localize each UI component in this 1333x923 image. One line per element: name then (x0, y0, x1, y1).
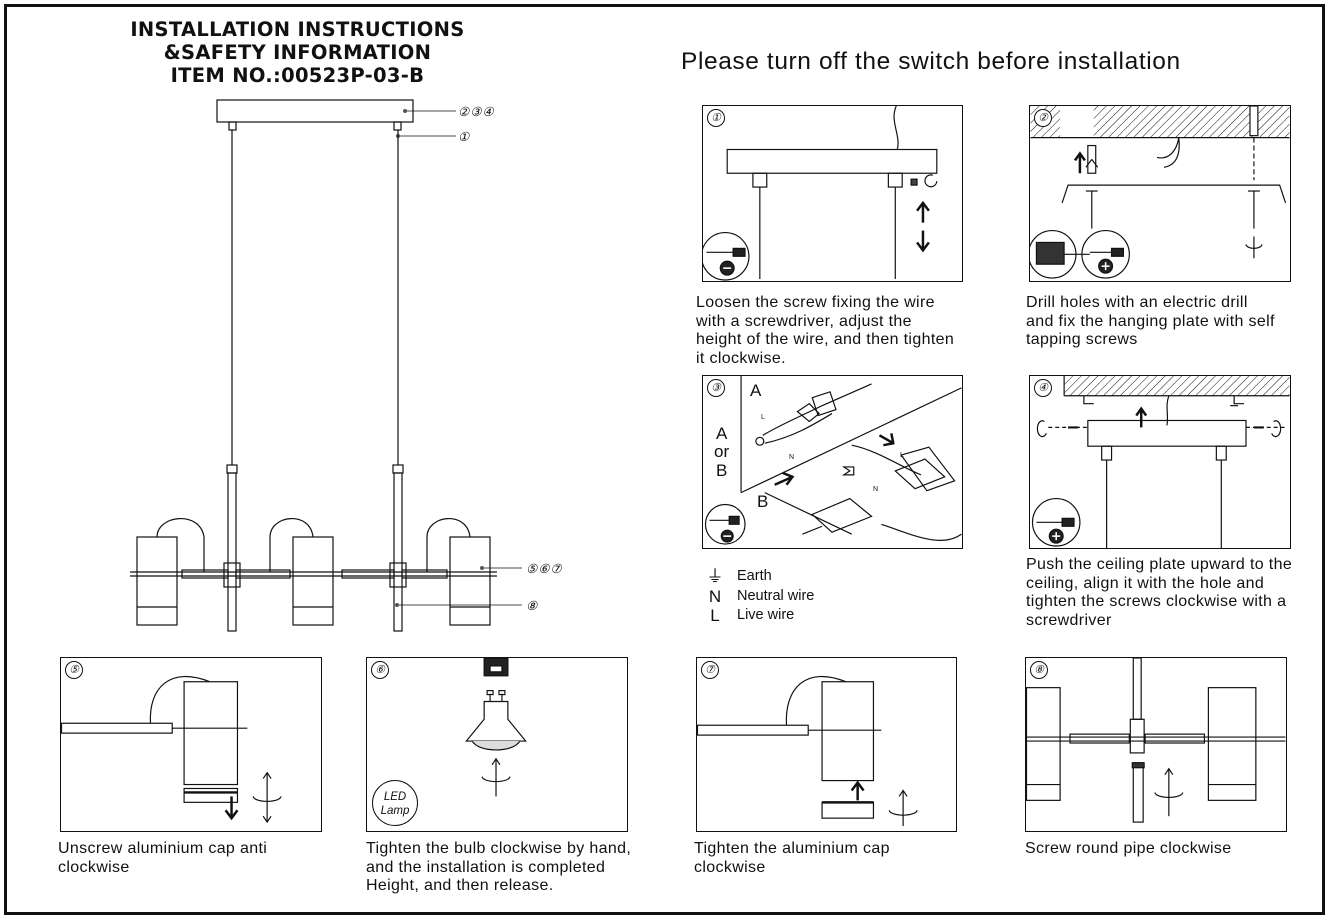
step-5-caption: Unscrew aluminium cap anti clockwise (58, 840, 267, 877)
callout-cable: ① (458, 130, 471, 144)
step-2-panel: ② (1029, 105, 1291, 282)
wire-legend: ⏚ Earth N Neutral wire L Live wire (705, 567, 815, 626)
neutral-symbol: N (708, 586, 722, 606)
option-a-label: A (750, 381, 762, 400)
legend-label: Live wire (737, 607, 795, 623)
caption-line: clockwise (58, 858, 130, 876)
legend-neutral: N Neutral wire (705, 586, 815, 607)
page-frame (4, 4, 1325, 915)
title-line-3: ITEM NO.:00523P-03-B (170, 64, 425, 87)
caption-line: Tighten the bulb clockwise by hand, (366, 840, 632, 857)
neutral-wire-letter-a: N (789, 454, 795, 461)
option-b-label: B (757, 492, 769, 511)
caption-line: screwdriver (1026, 612, 1112, 630)
step-number: ② (1034, 109, 1052, 127)
step-number: ⑤ (65, 661, 83, 679)
step-2-caption: Drill holes with an electric drill and f… (1026, 294, 1275, 350)
caption-line: and the installation is completed (366, 858, 606, 876)
document-title: INSTALLATION INSTRUCTIONS &SAFETY INFORM… (100, 18, 495, 87)
step-6-caption: Tighten the bulb clockwise by hand, and … (366, 840, 631, 896)
caption-line: height of the wire, and then tighten (696, 331, 955, 349)
caption-line: Drill holes with an electric drill (1026, 294, 1248, 311)
step-number: ③ (707, 379, 725, 397)
caption-line: Screw round pipe clockwise (1025, 840, 1232, 857)
badge-line: LED (383, 791, 407, 803)
legend-live: L Live wire (705, 606, 814, 626)
step-1-panel: ① (702, 105, 963, 282)
caption-line: Push the ceiling plate upward to the (1026, 556, 1293, 573)
caption-line: it clockwise. (696, 350, 786, 368)
step-number: ④ (1034, 379, 1052, 397)
live-symbol: L (710, 606, 720, 625)
caption-line: Tighten the aluminium cap (694, 840, 890, 857)
caption-line: ceiling, align it with the hole and (1026, 574, 1265, 592)
step-8-panel: ⑧ (1025, 657, 1287, 832)
caption-line: Height, and then release. (366, 877, 554, 895)
legend-label: Earth (737, 568, 772, 584)
callout-shade: ⑤⑥⑦ (526, 562, 563, 576)
title-line-2: &SAFETY INFORMATION (163, 41, 432, 64)
step-3-panel: ③ A A or B B L N L N (702, 375, 963, 549)
callout-pipe: ⑧ (526, 599, 539, 613)
title-line-1: INSTALLATION INSTRUCTIONS (130, 18, 465, 41)
step-number: ⑥ (371, 661, 389, 679)
caption-line: tighten the screws clockwise with a (1026, 593, 1287, 611)
step-number: ⑦ (701, 661, 719, 679)
safety-warning: Please turn off the switch before instal… (681, 48, 1181, 75)
option-a-side-label: A (716, 424, 728, 443)
step-number: ⑧ (1030, 661, 1048, 679)
caption-line: clockwise (694, 858, 766, 876)
step-7-panel: ⑦ (696, 657, 957, 832)
step-5-panel: ⑤ (60, 657, 322, 832)
step-8-caption: Screw round pipe clockwise (1025, 840, 1232, 859)
caption-line: Loosen the screw fixing the wire (696, 294, 935, 311)
caption-line: with a screwdriver, adjust the (696, 312, 912, 330)
option-or-label: or (714, 442, 730, 461)
earth-icon: ⏚ (706, 567, 724, 586)
badge-line: Lamp (380, 805, 410, 817)
chandelier-overview-diagram (120, 95, 540, 640)
caption-line: Unscrew aluminium cap anti (58, 840, 268, 857)
step-4-panel: ④ (1029, 375, 1291, 549)
step-4-caption: Push the ceiling plate upward to the cei… (1026, 556, 1292, 631)
step-7-caption: Tighten the aluminium cap clockwise (694, 840, 890, 877)
legend-label: Neutral wire (737, 587, 815, 604)
step-number: ① (707, 109, 725, 127)
caption-line: and fix the hanging plate with self (1026, 312, 1275, 330)
step-1-caption: Loosen the screw fixing the wire with a … (696, 294, 954, 369)
live-wire-letter-b: L (900, 452, 904, 459)
callout-canopy: ②③④ (458, 105, 495, 119)
led-lamp-badge: LED Lamp (372, 780, 418, 826)
live-wire-letter-a: L (761, 414, 765, 421)
legend-earth: ⏚ Earth (705, 567, 814, 587)
caption-line: tapping screws (1026, 331, 1138, 349)
neutral-wire-letter-b: N (873, 486, 879, 493)
option-b-side-label: B (716, 461, 728, 480)
